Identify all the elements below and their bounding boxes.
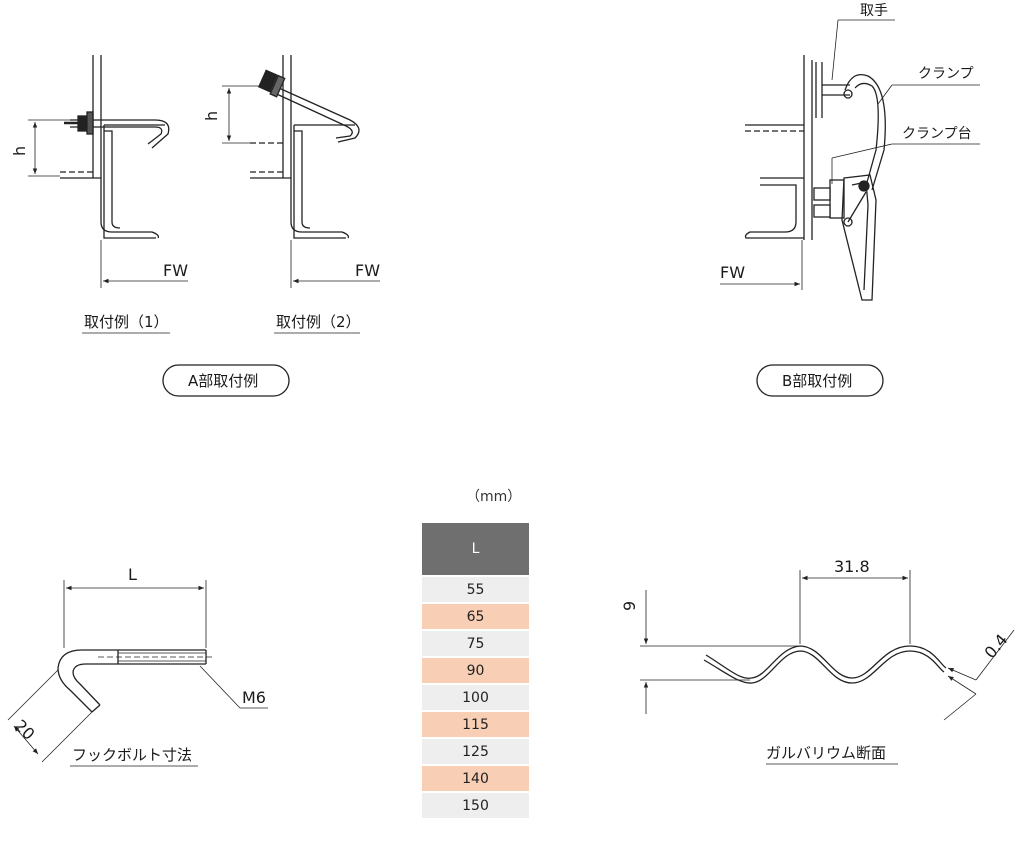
table-cell: 90 [422, 657, 529, 685]
table-row: 75 [422, 630, 529, 658]
table-cell: 75 [422, 630, 529, 658]
dim-height-label: 9 [620, 601, 639, 611]
callout-clamp-base: クランプ台 [902, 126, 972, 142]
spec-table-header: L [422, 523, 529, 577]
table-row: 150 [422, 792, 529, 820]
section-b-label: B部取付例 [782, 372, 852, 390]
dim-length-label: L [128, 565, 137, 584]
mount-example-1-drawing [28, 55, 188, 334]
table-row: 100 [422, 684, 529, 712]
dim-hook-label: 20 [11, 716, 39, 744]
table-row: 140 [422, 765, 529, 793]
callout-clamp: クランプ [918, 66, 974, 82]
hook-bolt-drawing [7, 580, 268, 767]
hook-bolt-caption: フックボルト寸法 [72, 746, 192, 764]
dim-fw-label-2: FW [355, 261, 380, 280]
table-cell: 140 [422, 765, 529, 793]
dim-fw-label-1: FW [163, 261, 188, 280]
dim-h-label-1: h [10, 146, 29, 156]
table-row: 65 [422, 603, 529, 631]
callout-handle: 取手 [860, 3, 888, 19]
dim-fw-label-b: FW [720, 263, 745, 282]
mount-example-2-caption: 取付例（2） [276, 313, 361, 331]
dim-h-label-2: h [202, 111, 221, 121]
table-row: 55 [422, 576, 529, 604]
section-a-label: A部取付例 [188, 372, 258, 390]
galvalume-caption: ガルバリウム断面 [766, 744, 886, 762]
spec-table: L 55 65 75 90 100 115 125 140 150 [422, 523, 529, 820]
galvalume-section-drawing [640, 570, 1015, 765]
dim-thickness-label: 0.4 [981, 630, 1012, 662]
mount-example-b-drawing [720, 19, 980, 301]
table-row: 115 [422, 711, 529, 739]
table-cell: 125 [422, 738, 529, 766]
section-b-label-pill [756, 364, 884, 397]
table-cell: 150 [422, 792, 529, 820]
section-a-label-pill [162, 364, 290, 397]
table-row: 90 [422, 657, 529, 685]
table-cell: 115 [422, 711, 529, 739]
mount-example-1-caption: 取付例（1） [84, 313, 169, 331]
table-cell: 65 [422, 603, 529, 631]
dim-pitch-label: 31.8 [834, 557, 870, 576]
table-cell: 100 [422, 684, 529, 712]
mount-example-2-drawing [222, 55, 380, 334]
table-row: 125 [422, 738, 529, 766]
table-cell: 55 [422, 576, 529, 604]
spec-table-unit: （mm） [466, 489, 522, 505]
thread-size-label: M6 [242, 688, 266, 707]
